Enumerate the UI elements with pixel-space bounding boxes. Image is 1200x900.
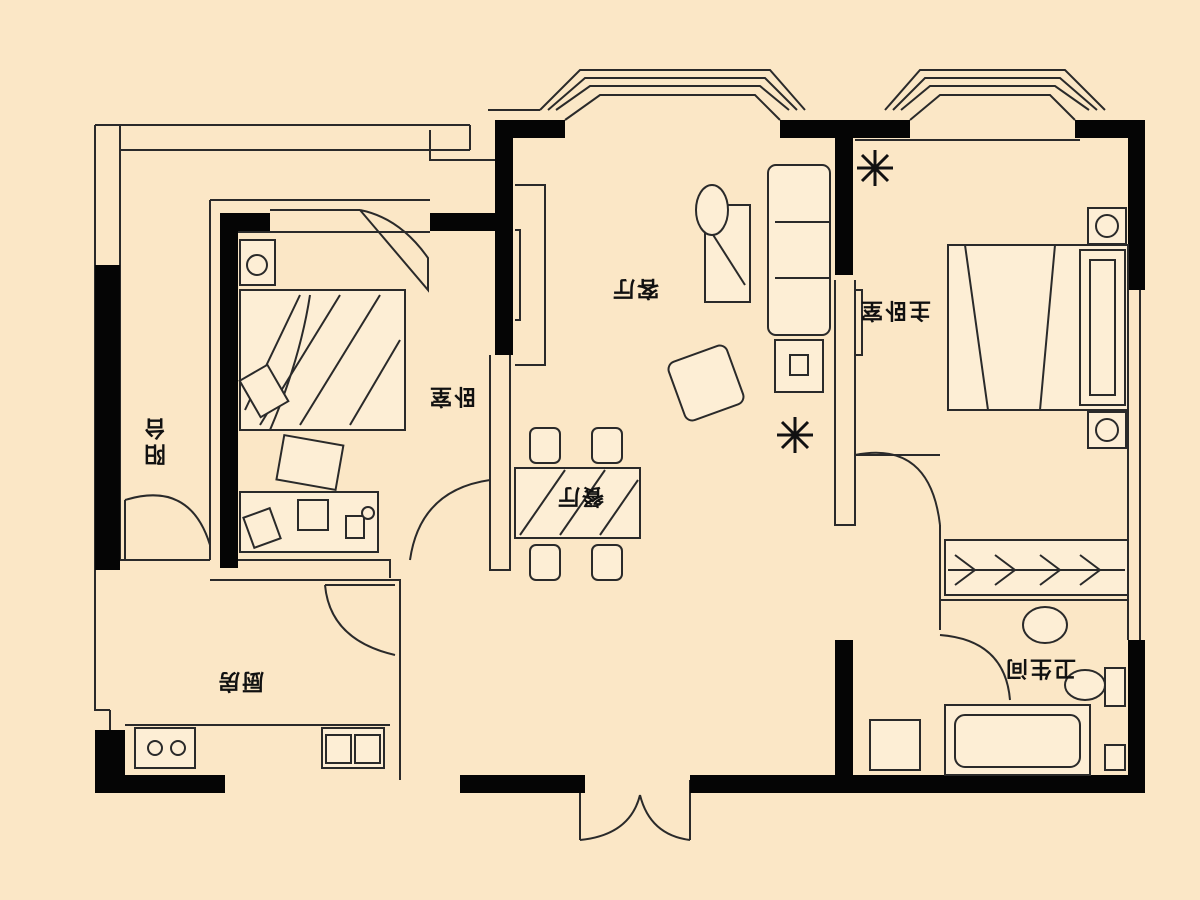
label-dining-room: 餐厅	[555, 483, 605, 508]
dining-set	[514, 427, 641, 581]
wardrobe-hangers	[948, 554, 1125, 586]
partitions	[238, 184, 1128, 630]
label-master-bedroom: 主卧室	[858, 297, 932, 322]
bay-window-left	[539, 69, 806, 121]
label-bathroom: 卫生间	[1003, 655, 1077, 680]
bay-window-right	[884, 69, 1106, 121]
master-furniture	[944, 207, 1129, 596]
door-swings	[124, 209, 1011, 841]
label-bedroom: 卧室	[427, 383, 477, 408]
plant-icon	[777, 150, 893, 453]
label-living-room: 客厅	[610, 275, 660, 300]
bedroom-furniture	[238, 239, 406, 553]
walls	[95, 120, 1145, 793]
label-kitchen: 厨房	[215, 668, 265, 693]
bathroom-fixtures	[869, 606, 1126, 776]
kitchen-fixtures	[125, 724, 390, 769]
living-furniture	[667, 164, 831, 422]
label-balcony: 阳台	[145, 414, 170, 466]
